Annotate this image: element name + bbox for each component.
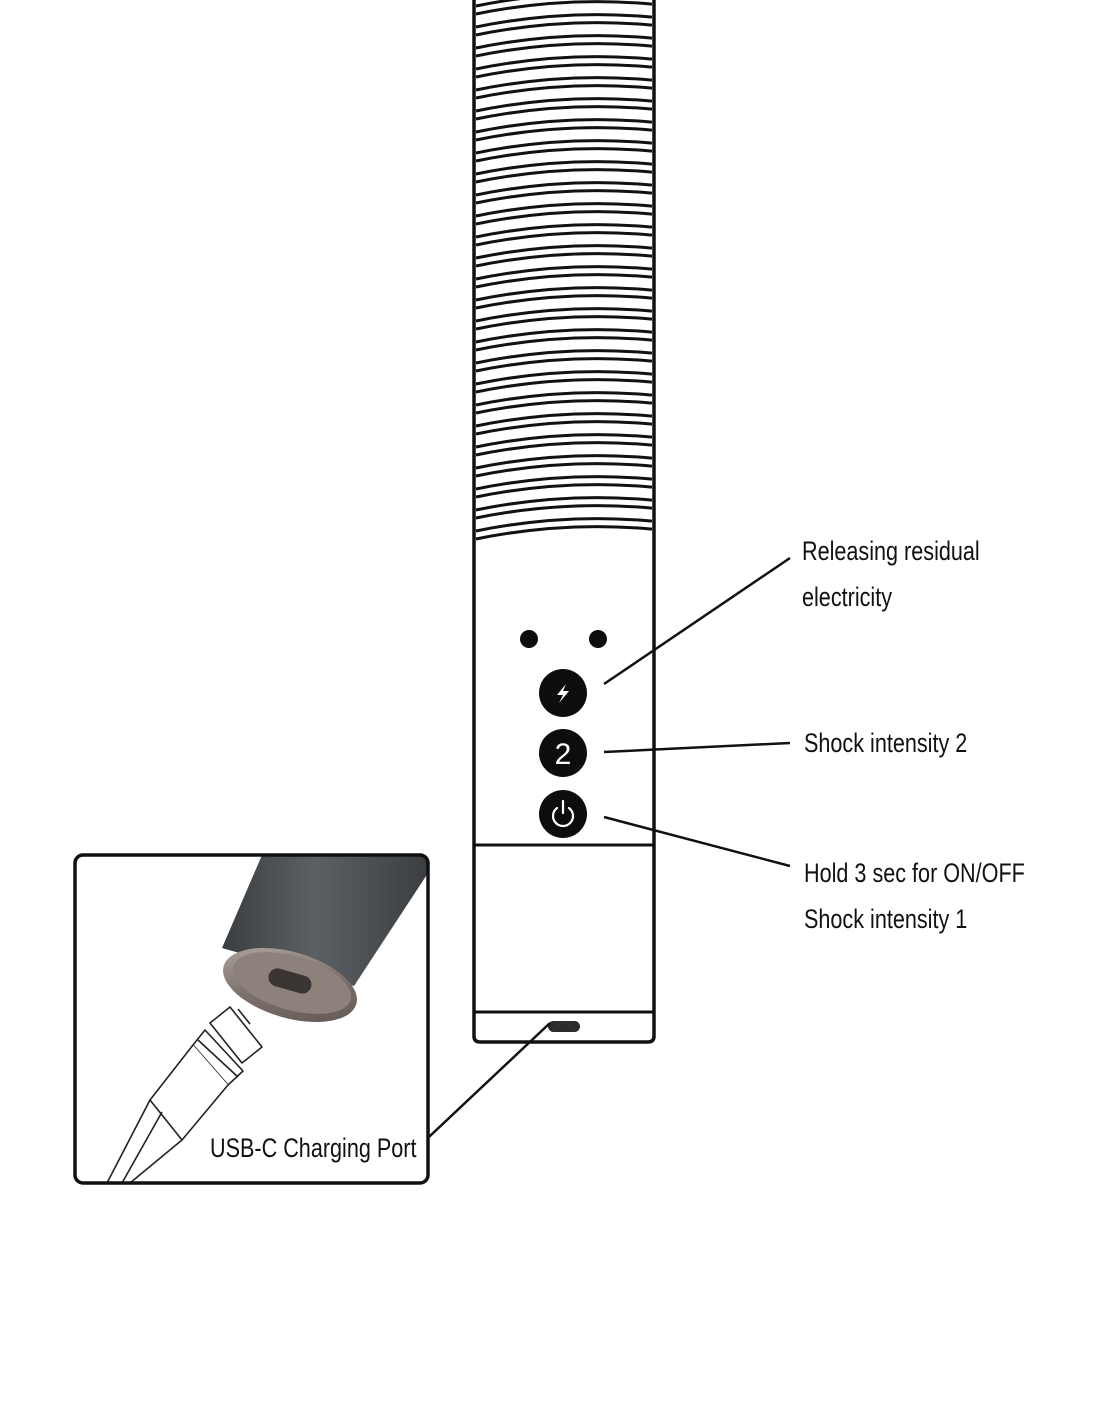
grip-rib [475,252,653,268]
grip-rib [475,412,653,428]
grip-rib [475,0,522,8]
leader-release [603,556,791,686]
grip-rib [475,181,653,197]
grip-rib [475,160,653,176]
grip-rib [475,483,653,499]
indicator-light-left [520,630,538,648]
grip-rib [475,391,653,407]
grip-rib [475,76,653,92]
callout-power-line1: Hold 3 sec for ON/OFF [804,858,1025,888]
usb-inset-label: USB-C Charging Port [210,1133,417,1163]
indicator-light-right [589,630,607,648]
grip-rib [475,231,653,247]
grip-rib [475,357,653,373]
grip-rib [475,294,653,310]
grip-rib [475,34,653,50]
callout-intensity2-text: Shock intensity 2 [804,728,968,758]
grip-rib [475,105,653,121]
grip-rib [475,349,653,365]
usb-inset [73,853,430,1185]
callout-power: Hold 3 sec for ON/OFF Shock intensity 1 [804,850,1025,942]
grip-rib [475,202,653,218]
usb-c-port [548,1021,580,1032]
grip-rib [475,315,653,331]
grip-rib [475,462,653,478]
grip-rib [475,454,653,470]
grip-rib [475,525,653,541]
grip-rib [475,433,653,449]
grip-rib [475,13,653,29]
grip-rib [475,336,653,352]
grip-rib [475,420,653,436]
callout-release-line2: electricity [802,582,893,612]
grip-rib [475,55,653,71]
grip-rib [475,244,653,260]
grip-rib [475,370,653,386]
grip-rib [475,126,653,142]
grip-rib [475,84,653,100]
grip-rib [475,328,653,344]
device-body [472,0,656,1044]
grip-rib [475,399,653,415]
grip-rib [475,210,653,226]
grip-ribs [472,0,656,541]
grip-rib [475,378,653,394]
intensity-2-label: 2 [555,738,572,771]
grip-rib [475,223,653,239]
usb-c-cable [106,1006,263,1183]
leader-intensity2 [603,741,791,754]
grip-rib [475,189,653,205]
grip-rib [475,21,653,37]
grip-rib [475,0,653,16]
grip-rib [475,496,653,512]
release-button[interactable] [539,669,587,717]
grip-rib [475,273,653,289]
grip-rib [475,42,653,58]
grip-rib [475,139,653,155]
callout-power-line2: Shock intensity 1 [804,904,968,934]
cap-usb-opening [268,968,312,994]
grip-rib [475,63,653,79]
leader-power [603,815,791,868]
grip-rib [475,97,653,113]
grip-rib [475,265,653,281]
grip-rib [475,307,653,323]
grip-rib [475,168,653,184]
grip-rib [475,286,653,302]
grip-rib [475,504,653,520]
grip-rib [475,517,653,533]
lightning-bolt-icon [557,684,569,703]
callout-shock-intensity-2: Shock intensity 2 [804,720,967,766]
callout-release-line1: Releasing residual [802,536,980,566]
grip-rib [475,441,653,457]
leader-lines [379,556,791,1184]
grip-rib [475,475,653,491]
intensity-2-button[interactable]: 2 [539,729,587,777]
grip-rib [475,118,653,134]
grip-rib [475,147,653,163]
callout-release-residual: Releasing residual electricity [802,528,980,620]
power-icon [551,799,575,828]
power-button[interactable] [539,790,587,838]
